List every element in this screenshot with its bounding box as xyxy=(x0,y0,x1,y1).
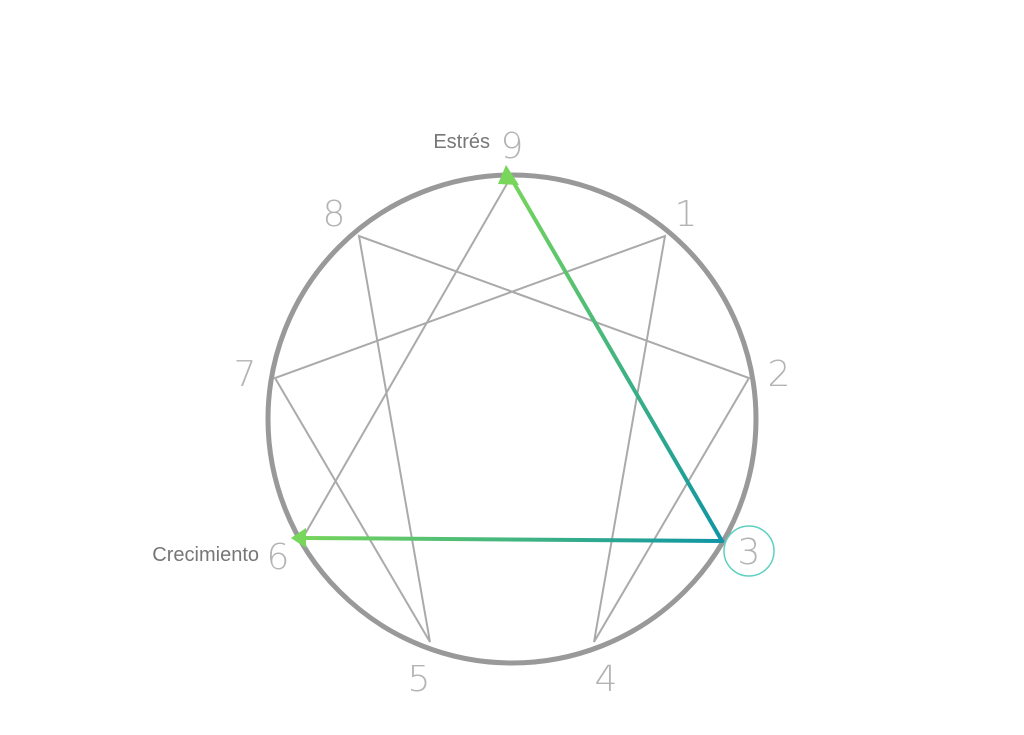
point-label-5[interactable]: 5 xyxy=(408,659,431,700)
point-label-8[interactable]: 8 xyxy=(323,194,346,235)
hexad-lines xyxy=(273,234,751,643)
selected-point-highlight[interactable] xyxy=(723,525,775,577)
point-label-2[interactable]: 2 xyxy=(768,354,791,395)
triangle-edge-9-6 xyxy=(300,174,513,542)
stress-annotation: Estrés xyxy=(433,131,490,153)
growth-annotation: Crecimiento xyxy=(152,544,259,566)
point-label-9[interactable]: 9 xyxy=(501,126,524,167)
growth-arrow xyxy=(291,528,724,548)
point-label-3[interactable]: 3 xyxy=(738,532,761,573)
stress-arrow xyxy=(498,165,724,543)
point-label-4[interactable]: 4 xyxy=(595,659,618,700)
point-label-6[interactable]: 6 xyxy=(267,537,290,578)
point-label-7[interactable]: 7 xyxy=(234,354,257,395)
point-label-1[interactable]: 1 xyxy=(675,194,698,235)
enneagram-circle xyxy=(265,172,759,666)
